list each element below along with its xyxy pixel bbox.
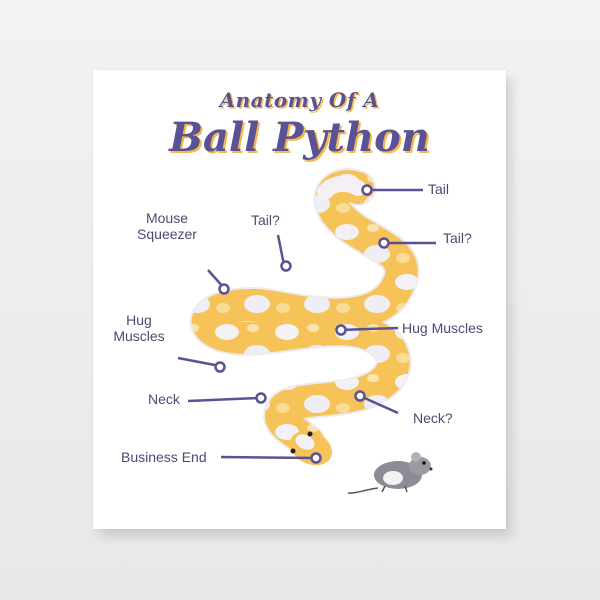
- label-tail: Tail: [428, 181, 450, 197]
- mouse-illustration: [347, 452, 433, 494]
- label-mouse-squeezer-line1: Mouse: [145, 210, 189, 226]
- label-hug-muscles-left-line2: Muscles: [113, 328, 165, 344]
- snake-eye: [307, 431, 313, 437]
- label-mouse-squeezer-line2: Squeezer: [137, 226, 197, 242]
- poster: Anatomy Of A Ball Python: [93, 70, 506, 529]
- label-tail-question-right: Tail?: [443, 230, 472, 246]
- label-hug-muscles-left: Hug Muscles: [101, 312, 177, 344]
- title-line-2: Ball Python: [169, 114, 430, 161]
- label-hug-muscles-right: Hug Muscles: [402, 320, 483, 336]
- title-line-1: Anatomy Of A: [219, 88, 380, 112]
- label-tail-question-top: Tail?: [251, 212, 280, 228]
- label-neck: Neck: [148, 391, 180, 407]
- label-neck-question: Neck?: [413, 410, 453, 426]
- snake-eye: [290, 448, 296, 454]
- diagram-art: [177, 168, 436, 494]
- label-mouse-squeezer: Mouse Squeezer: [129, 210, 205, 242]
- label-hug-muscles-left-line1: Hug: [126, 312, 152, 328]
- leader-lines: [177, 184, 436, 464]
- label-business-end: Business End: [121, 449, 207, 465]
